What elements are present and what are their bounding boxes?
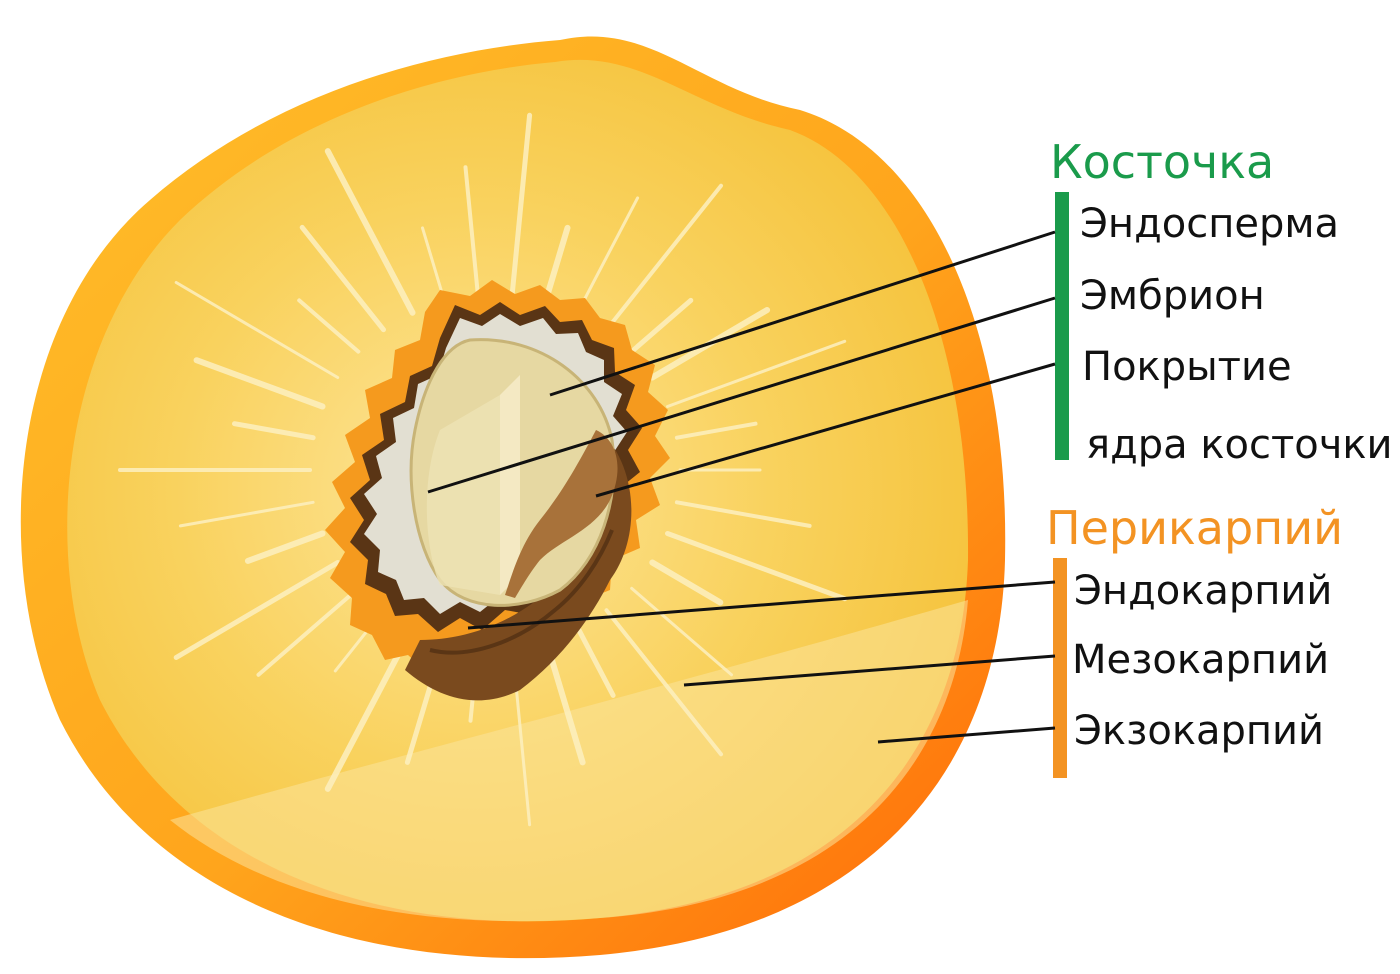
label-endocarp: Эндокарпий xyxy=(1074,568,1332,614)
label-mesocarp: Мезокарпий xyxy=(1072,637,1329,683)
label-embryo: Эмбрион xyxy=(1080,273,1265,319)
label-seed-coat: Покрытие xyxy=(1082,344,1292,390)
pericarp-group-bar xyxy=(1053,558,1067,778)
stone-group-title: Косточка xyxy=(1050,135,1274,189)
stone-group-bar xyxy=(1055,192,1069,460)
label-endosperm: Эндосперма xyxy=(1080,201,1339,247)
pericarp-group-title: Перикарпий xyxy=(1046,501,1343,555)
label-exocarp: Экзокарпий xyxy=(1074,708,1324,754)
label-seed-coat-2: ядра косточки xyxy=(1086,422,1393,468)
